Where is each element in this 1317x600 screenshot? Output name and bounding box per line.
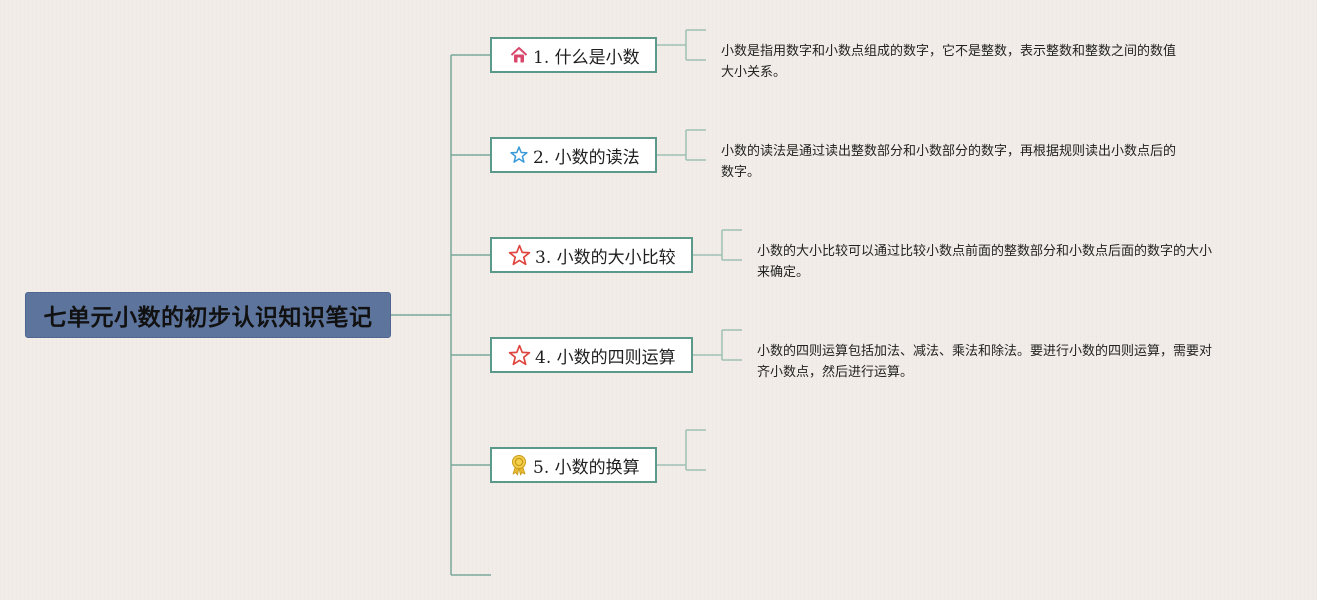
- home-icon: [508, 44, 530, 66]
- topic-label: 1. 什么是小数: [533, 47, 640, 68]
- note-bracket-2: [656, 129, 706, 161]
- central-topic[interactable]: 七单元小数的初步认识知识笔记: [25, 292, 391, 338]
- star-outline-icon: [506, 242, 532, 268]
- note-bracket-5: [656, 429, 706, 471]
- note-comparing-decimals: 小数的大小比较可以通过比较小数点前面的整数部分和小数点后面的数字的大小 来确定。: [757, 244, 1213, 280]
- central-topic-title: 七单元小数的初步认识知识笔记: [43, 305, 373, 331]
- star-outline-icon: [506, 342, 532, 368]
- topic-label: 3. 小数的大小比较: [535, 247, 676, 268]
- note-bracket-3: [692, 229, 742, 261]
- topic-reading-decimals[interactable]: 2. 小数的读法: [490, 137, 657, 173]
- topic-comparing-decimals[interactable]: 3. 小数的大小比较: [490, 237, 693, 273]
- note-reading-decimals: 小数的读法是通过读出整数部分和小数部分的数字，再根据规则读出小数点后的 数字。: [721, 144, 1177, 180]
- topic-what-is-decimal[interactable]: 1. 什么是小数: [490, 37, 657, 73]
- topic-label: 5. 小数的换算: [533, 457, 640, 478]
- topic-decimal-conversion[interactable]: 5. 小数的换算: [490, 447, 657, 483]
- note-bracket-4: [692, 329, 742, 361]
- note-bracket-1: [656, 29, 706, 61]
- topic-label: 2. 小数的读法: [533, 147, 640, 168]
- topic-decimal-arithmetic[interactable]: 4. 小数的四则运算: [490, 337, 693, 373]
- star-outline-icon: [508, 144, 530, 166]
- topic-label: 4. 小数的四则运算: [535, 347, 676, 368]
- award-icon: [508, 454, 530, 476]
- note-what-is-decimal: 小数是指用数字和小数点组成的数字，它不是整数，表示整数和整数之间的数值 大小关系…: [721, 44, 1177, 80]
- note-decimal-arithmetic: 小数的四则运算包括加法、减法、乘法和除法。要进行小数的四则运算，需要对 齐小数点…: [757, 344, 1213, 380]
